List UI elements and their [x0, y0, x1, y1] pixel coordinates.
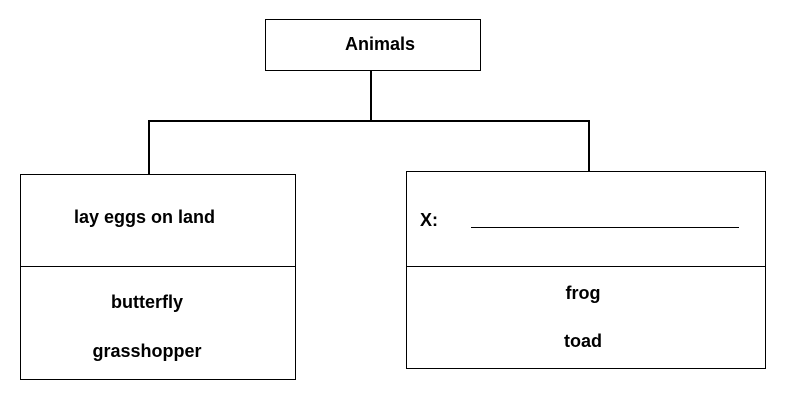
left-header: lay eggs on land: [74, 207, 216, 227]
connector-left-down: [148, 120, 150, 174]
right-divider: [407, 266, 765, 267]
left-divider: [21, 266, 295, 267]
right-item-toad: toad: [564, 331, 602, 351]
connector-root-down: [370, 71, 372, 121]
answer-blank-line[interactable]: [471, 227, 739, 228]
right-box: [406, 171, 766, 369]
left-item-butterfly: butterfly: [111, 292, 183, 312]
connector-right-down: [588, 120, 590, 171]
left-item-grasshopper: grasshopper: [92, 341, 202, 361]
root-label: Animals: [344, 34, 416, 54]
left-box: [20, 174, 296, 380]
right-header-x-label: X:: [420, 210, 438, 230]
connector-horizontal: [148, 120, 590, 122]
right-item-frog: frog: [565, 283, 601, 303]
root-box: [265, 19, 481, 71]
